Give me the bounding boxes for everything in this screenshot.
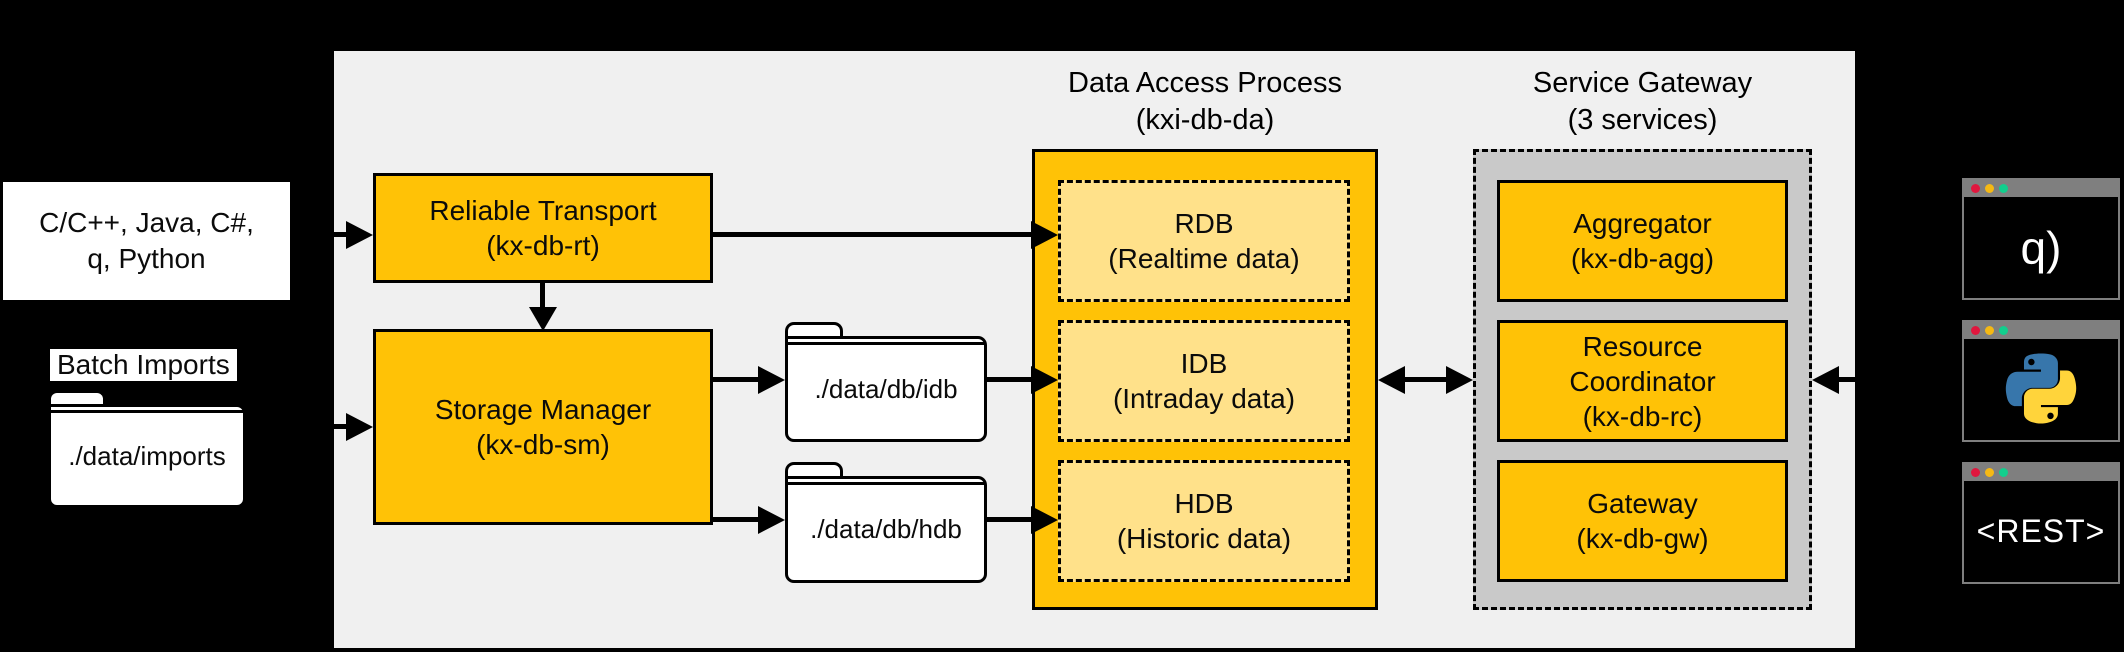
rdb-description: (Realtime data) <box>1108 243 1300 274</box>
arrow-head <box>758 506 785 534</box>
minimize-dot-icon <box>1985 184 1994 193</box>
rdb-name: RDB <box>1174 208 1234 239</box>
close-dot-icon <box>1971 184 1980 193</box>
arrow-head <box>346 413 373 441</box>
arrow-head <box>1812 366 1839 394</box>
arrow-shaft <box>1403 377 1448 382</box>
terminal-titlebar <box>1964 464 2118 481</box>
arrow-head <box>758 366 785 394</box>
arrow-head <box>346 221 373 249</box>
arrow-head <box>529 307 557 331</box>
hdb-name: HDB <box>1174 488 1234 519</box>
idb-folder-path: ./data/db/idb <box>814 373 958 404</box>
hdb-box: HDB (Historic data) <box>1058 460 1350 582</box>
minimize-dot-icon <box>1985 468 1994 477</box>
hdb-folder: ./data/db/hdb <box>785 462 987 583</box>
arrow-shaft <box>987 517 1033 522</box>
dap-subtitle-line: (kxi-db-da) <box>1135 104 1275 136</box>
reliable-transport-service: (kx-db-rt) <box>486 230 600 261</box>
terminal-titlebar <box>1964 322 2118 339</box>
storage-manager-box: Storage Manager (kx-db-sm) <box>373 329 713 525</box>
data-access-process-box: RDB (Realtime data) IDB (Intraday data) … <box>1032 149 1378 610</box>
imports-folder-path: ./data/imports <box>68 440 226 471</box>
storage-manager-name: Storage Manager <box>434 394 652 425</box>
rdb-box: RDB (Realtime data) <box>1058 180 1350 302</box>
idb-name: IDB <box>1180 348 1228 379</box>
arrow-head <box>1031 366 1058 394</box>
q-prompt-label: q) <box>2020 221 2062 274</box>
reliable-transport-name: Reliable Transport <box>429 195 657 226</box>
arrow-head <box>1031 506 1058 534</box>
minimize-dot-icon <box>1985 326 1994 335</box>
reliable-transport-box: Reliable Transport (kx-db-rt) <box>373 173 713 283</box>
resource-coordinator-name: Resource Coordinator <box>1569 330 1716 397</box>
maximize-dot-icon <box>1999 184 2008 193</box>
rest-label: <REST> <box>1976 513 2106 549</box>
aggregator-service: (kx-db-agg) <box>1570 243 1715 274</box>
rest-terminal-window: <REST> <box>1962 462 2120 584</box>
resource-coordinator-service: (kx-db-rc) <box>1582 400 1703 432</box>
terminal-screen: q) <box>1964 197 2118 298</box>
service-gateway-title: Service Gateway (3 services) <box>1473 65 1812 139</box>
maximize-dot-icon <box>1999 326 2008 335</box>
terminal-titlebar <box>1964 180 2118 197</box>
arrow-shaft <box>713 377 760 382</box>
storage-manager-service: (kx-db-sm) <box>476 429 610 460</box>
maximize-dot-icon <box>1999 468 2008 477</box>
arrow-shaft <box>290 232 348 237</box>
idb-description: (Intraday data) <box>1112 383 1296 414</box>
arrow-shaft <box>540 283 545 309</box>
arrow-shaft <box>713 517 760 522</box>
gateway-name: Gateway <box>1587 488 1698 519</box>
sg-subtitle-line: (3 services) <box>1567 104 1718 136</box>
arrow-head <box>1031 221 1058 249</box>
dap-title-line: Data Access Process <box>1068 67 1342 99</box>
close-dot-icon <box>1971 468 1980 477</box>
gateway-service: (kx-db-gw) <box>1576 523 1709 554</box>
python-logo-icon <box>2005 353 2077 423</box>
close-dot-icon <box>1971 326 1980 335</box>
idb-box: IDB (Intraday data) <box>1058 320 1350 442</box>
folder-body: ./data/imports <box>48 404 246 508</box>
folder-body: ./data/db/idb <box>785 336 987 442</box>
aggregator-name: Aggregator <box>1573 208 1712 239</box>
gateway-box: Gateway (kx-db-gw) <box>1497 460 1788 582</box>
python-terminal-window <box>1962 320 2120 442</box>
folder-body: ./data/db/hdb <box>785 476 987 583</box>
hdb-folder-path: ./data/db/hdb <box>810 514 962 544</box>
hdb-description: (Historic data) <box>1116 523 1292 554</box>
aggregator-box: Aggregator (kx-db-agg) <box>1497 180 1788 302</box>
arrow-shaft <box>246 424 348 429</box>
arrow-shaft <box>1837 377 1962 382</box>
service-gateway-box: Aggregator (kx-db-agg) Resource Coordina… <box>1473 149 1812 610</box>
data-access-process-title: Data Access Process (kxi-db-da) <box>1032 65 1378 139</box>
arrow-head <box>1378 366 1405 394</box>
imports-folder: ./data/imports <box>48 390 246 508</box>
arrow-shaft <box>987 377 1033 382</box>
batch-imports-label: Batch Imports <box>50 349 237 381</box>
terminal-screen: <REST> <box>1964 481 2118 582</box>
arrow-shaft <box>713 232 1033 237</box>
client-languages-box: C/C++, Java, C#, q, Python <box>3 182 290 300</box>
terminal-screen <box>1964 339 2118 440</box>
resource-coordinator-box: Resource Coordinator (kx-db-rc) <box>1497 320 1788 442</box>
q-terminal-window: q) <box>1962 178 2120 300</box>
arrow-head <box>1446 366 1473 394</box>
sg-title-line: Service Gateway <box>1532 67 1753 99</box>
idb-folder: ./data/db/idb <box>785 322 987 442</box>
